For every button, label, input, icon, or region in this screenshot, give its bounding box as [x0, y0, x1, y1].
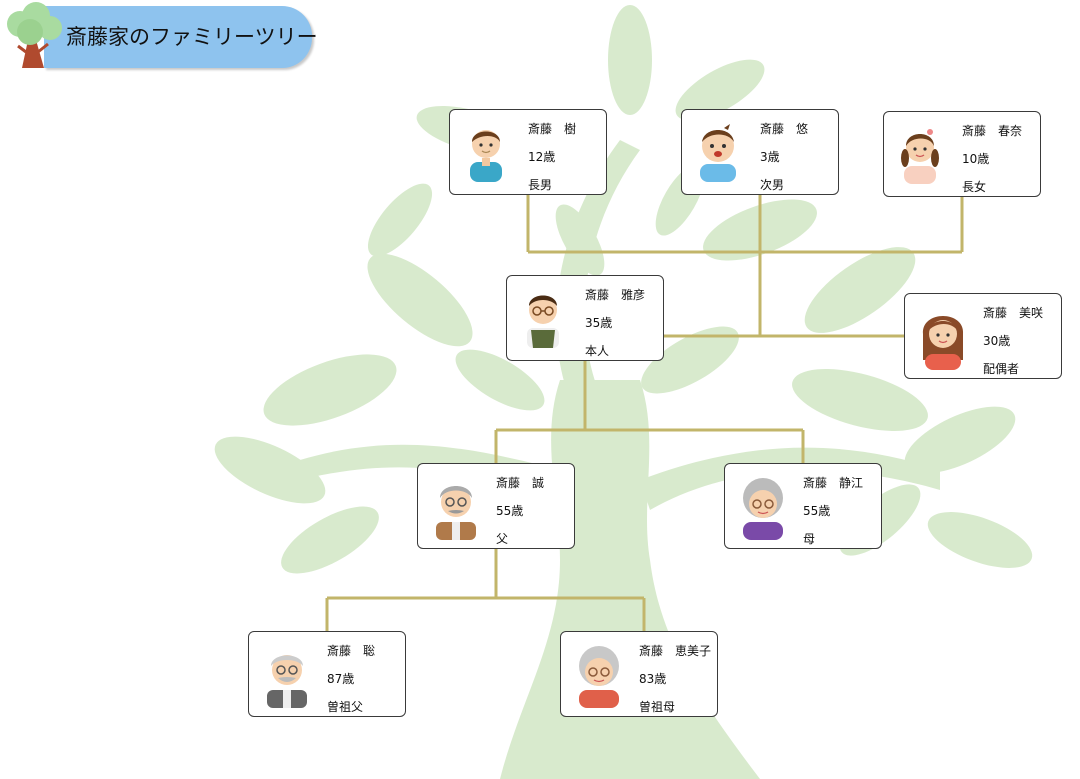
- older-man-avatar-icon: [436, 486, 476, 540]
- member-age: 12歳: [528, 150, 556, 164]
- member-age: 55歳: [803, 504, 831, 518]
- member-card-misaki[interactable]: 斎藤 美咲 30歳 配偶者: [904, 293, 1062, 379]
- elderly-man-avatar-icon: [267, 655, 307, 708]
- member-name: 斎藤 誠: [496, 476, 545, 490]
- member-name: 斎藤 雅彦: [585, 288, 646, 302]
- member-age: 35歳: [585, 316, 613, 330]
- elderly-woman-avatar-icon: [579, 646, 619, 708]
- member-name: 斎藤 聡: [327, 644, 376, 658]
- man-glasses-avatar-icon: [527, 295, 559, 348]
- member-role: 次男: [760, 178, 785, 192]
- member-role: 長男: [528, 178, 553, 192]
- woman-avatar-icon: [922, 316, 964, 370]
- member-role: 曽祖母: [639, 700, 676, 714]
- member-card-makoto[interactable]: 斎藤 誠 55歳 父: [417, 463, 575, 549]
- member-name: 斎藤 悠: [760, 122, 809, 136]
- member-card-haruna[interactable]: 斎藤 春奈 10歳 長女: [883, 111, 1041, 197]
- member-age: 30歳: [983, 334, 1011, 348]
- member-name: 斎藤 美咲: [983, 306, 1044, 320]
- member-role: 配偶者: [983, 362, 1020, 376]
- member-role: 本人: [585, 344, 610, 358]
- member-card-yu[interactable]: 斎藤 悠 3歳 次男: [681, 109, 839, 195]
- girl-avatar-icon: [901, 129, 939, 184]
- boy-avatar-icon: [470, 130, 502, 182]
- tree-logo-icon: [7, 2, 62, 68]
- toddler-avatar-icon: [700, 124, 736, 182]
- older-woman-avatar-icon: [743, 478, 783, 540]
- member-name: 斎藤 恵美子: [639, 644, 712, 658]
- member-age: 10歳: [962, 152, 990, 166]
- member-card-shizue[interactable]: 斎藤 静江 55歳 母: [724, 463, 882, 549]
- member-age: 83歳: [639, 672, 667, 686]
- member-name: 斎藤 樹: [528, 122, 577, 136]
- member-age: 55歳: [496, 504, 524, 518]
- member-role: 母: [803, 532, 816, 546]
- member-card-masahiko[interactable]: 斎藤 雅彦 35歳 本人: [506, 275, 664, 361]
- member-name: 斎藤 春奈: [962, 124, 1023, 138]
- member-name: 斎藤 静江: [803, 476, 864, 490]
- member-card-emiko[interactable]: 斎藤 恵美子 83歳 曽祖母: [560, 631, 718, 717]
- page-title: 斎藤家のファミリーツリー: [66, 25, 318, 49]
- member-card-satoshi[interactable]: 斎藤 聡 87歳 曽祖父: [248, 631, 406, 717]
- member-age: 87歳: [327, 672, 355, 686]
- title-banner: 斎藤家のファミリーツリー: [44, 6, 318, 68]
- member-card-itsuki[interactable]: 斎藤 樹 12歳 長男: [449, 109, 607, 195]
- member-role: 父: [496, 532, 509, 546]
- member-age: 3歳: [760, 150, 780, 164]
- member-role: 曽祖父: [327, 700, 364, 714]
- member-role: 長女: [962, 180, 987, 194]
